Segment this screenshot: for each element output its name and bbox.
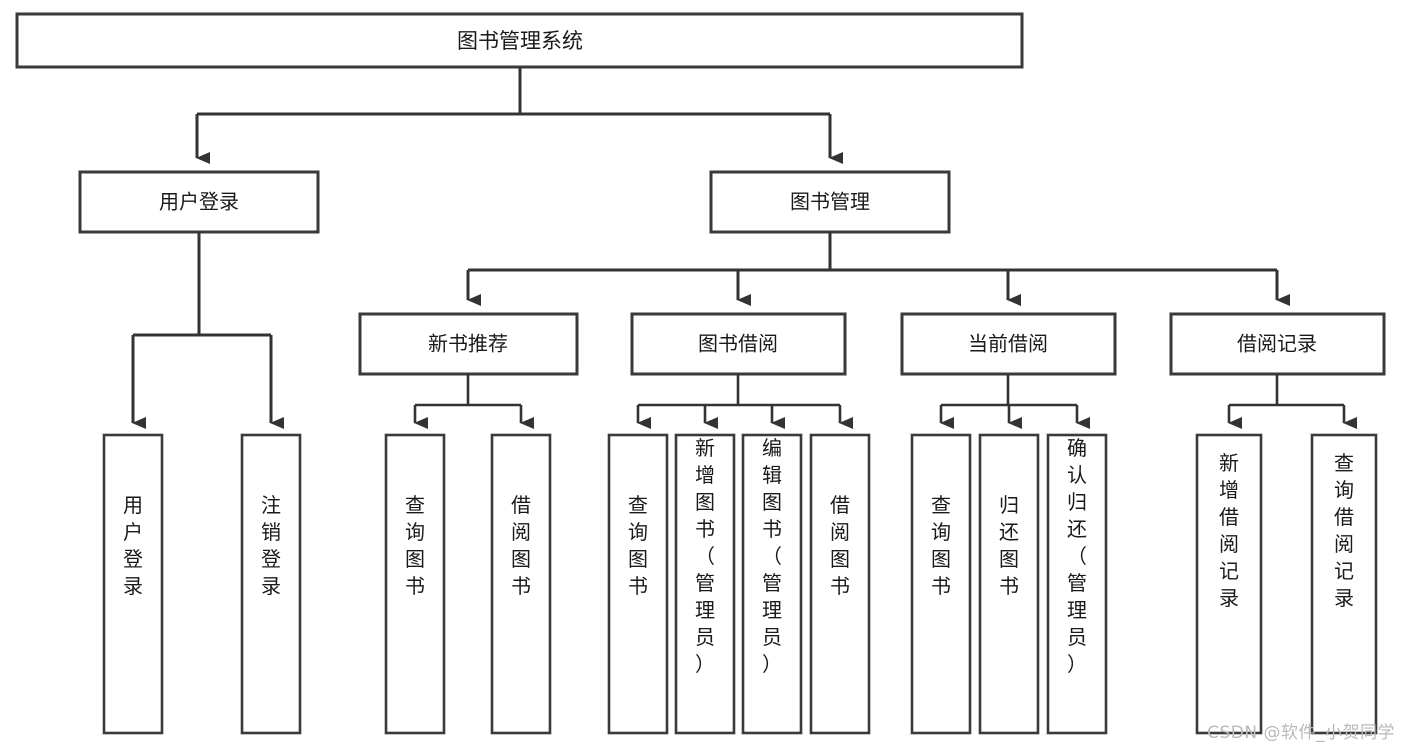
leaf-borrow-record-1-box[interactable] xyxy=(1195,433,1263,735)
leaf-current-borrow-2[interactable]: 归还图书 xyxy=(978,433,1040,735)
node-user-login-label: 用户登录 xyxy=(159,190,239,214)
leaf-book-borrow-3-label: 编辑图书（管理员） xyxy=(762,436,782,676)
leaf-book-borrow-4-label: 借阅图书 xyxy=(830,493,850,598)
leaf-book-borrow-2[interactable]: 新增图书（管理员） xyxy=(674,433,736,735)
leaf-current-borrow-2-box[interactable] xyxy=(978,433,1040,735)
connector-group-user-login xyxy=(131,232,284,429)
leaf-new-book-1-label: 查询图书 xyxy=(405,493,425,598)
leaf-current-borrow-1[interactable]: 查询图书 xyxy=(910,433,972,735)
leaf-book-borrow-1-box[interactable] xyxy=(607,433,669,735)
leaf-user-login-1-box[interactable] xyxy=(102,433,164,735)
leaf-current-borrow-3-label: 确认归还（管理员） xyxy=(1067,436,1087,676)
leaf-user-login-2-box[interactable] xyxy=(240,433,302,735)
leaf-current-borrow-1-label: 查询图书 xyxy=(931,493,951,598)
node-current-borrow[interactable]: 当前借阅 xyxy=(900,312,1117,376)
leaf-borrow-record-1[interactable]: 新增借阅记录 xyxy=(1195,433,1263,735)
leaf-new-book-2[interactable]: 借阅图书 xyxy=(490,433,552,735)
node-new-book-recommend[interactable]: 新书推荐 xyxy=(358,312,579,376)
node-new-book-recommend-box[interactable] xyxy=(358,312,579,376)
connector-group-new-book-recommend xyxy=(413,374,534,429)
node-borrow-record-label: 借阅记录 xyxy=(1237,332,1317,356)
leaf-user-login-2-label: 注销登录 xyxy=(261,493,281,598)
node-book-manage-label: 图书管理 xyxy=(790,190,870,214)
node-book-borrow[interactable]: 图书借阅 xyxy=(630,312,847,376)
connector-group-root xyxy=(195,68,843,164)
node-book-manage[interactable]: 图书管理 xyxy=(709,170,951,234)
node-book-borrow-label: 图书借阅 xyxy=(698,332,778,356)
connector-group-current-borrow xyxy=(939,374,1090,429)
leaf-new-book-2-box[interactable] xyxy=(490,433,552,735)
leaf-current-borrow-3-box[interactable] xyxy=(1046,433,1108,735)
leaf-user-login-1[interactable]: 用户登录 xyxy=(102,433,164,735)
leaf-book-borrow-4[interactable]: 借阅图书 xyxy=(809,433,871,735)
leaf-current-borrow-2-label: 归还图书 xyxy=(999,493,1019,598)
node-book-manage-box[interactable] xyxy=(709,170,951,234)
leaf-borrow-record-1-label: 新增借阅记录 xyxy=(1219,451,1239,610)
leaf-current-borrow-1-box[interactable] xyxy=(910,433,972,735)
leaf-borrow-record-2-label: 查询借阅记录 xyxy=(1334,451,1354,610)
node-new-book-recommend-label: 新书推荐 xyxy=(428,332,508,356)
connector-group-book-borrow xyxy=(636,374,853,429)
node-user-login[interactable]: 用户登录 xyxy=(78,170,320,234)
node-book-borrow-box[interactable] xyxy=(630,312,847,376)
node-current-borrow-label: 当前借阅 xyxy=(968,332,1048,356)
leaf-book-borrow-1-label: 查询图书 xyxy=(628,493,648,598)
leaf-user-login-2[interactable]: 注销登录 xyxy=(240,433,302,735)
node-root-box[interactable] xyxy=(15,12,1024,69)
leaf-book-borrow-3-box[interactable] xyxy=(741,433,803,735)
connector-group-borrow-record xyxy=(1227,374,1357,429)
leaf-new-book-1-box[interactable] xyxy=(384,433,446,735)
leaf-book-borrow-4-box[interactable] xyxy=(809,433,871,735)
node-root-label: 图书管理系统 xyxy=(457,29,583,53)
node-borrow-record-box[interactable] xyxy=(1169,312,1386,376)
leaf-borrow-record-2[interactable]: 查询借阅记录 xyxy=(1310,433,1378,735)
leaf-new-book-2-label: 借阅图书 xyxy=(511,493,531,598)
leaf-current-borrow-3[interactable]: 确认归还（管理员） xyxy=(1046,433,1108,735)
connector-group-book-manage xyxy=(466,232,1290,306)
leaf-new-book-1[interactable]: 查询图书 xyxy=(384,433,446,735)
leaf-user-login-1-label: 用户登录 xyxy=(123,493,143,598)
leaf-book-borrow-1[interactable]: 查询图书 xyxy=(607,433,669,735)
leaf-book-borrow-3[interactable]: 编辑图书（管理员） xyxy=(741,433,803,735)
leaf-borrow-record-2-box[interactable] xyxy=(1310,433,1378,735)
node-current-borrow-box[interactable] xyxy=(900,312,1117,376)
leaf-book-borrow-2-box[interactable] xyxy=(674,433,736,735)
node-root[interactable]: 图书管理系统 xyxy=(15,12,1024,69)
leaf-book-borrow-2-label: 新增图书（管理员） xyxy=(695,436,715,676)
node-borrow-record[interactable]: 借阅记录 xyxy=(1169,312,1386,376)
